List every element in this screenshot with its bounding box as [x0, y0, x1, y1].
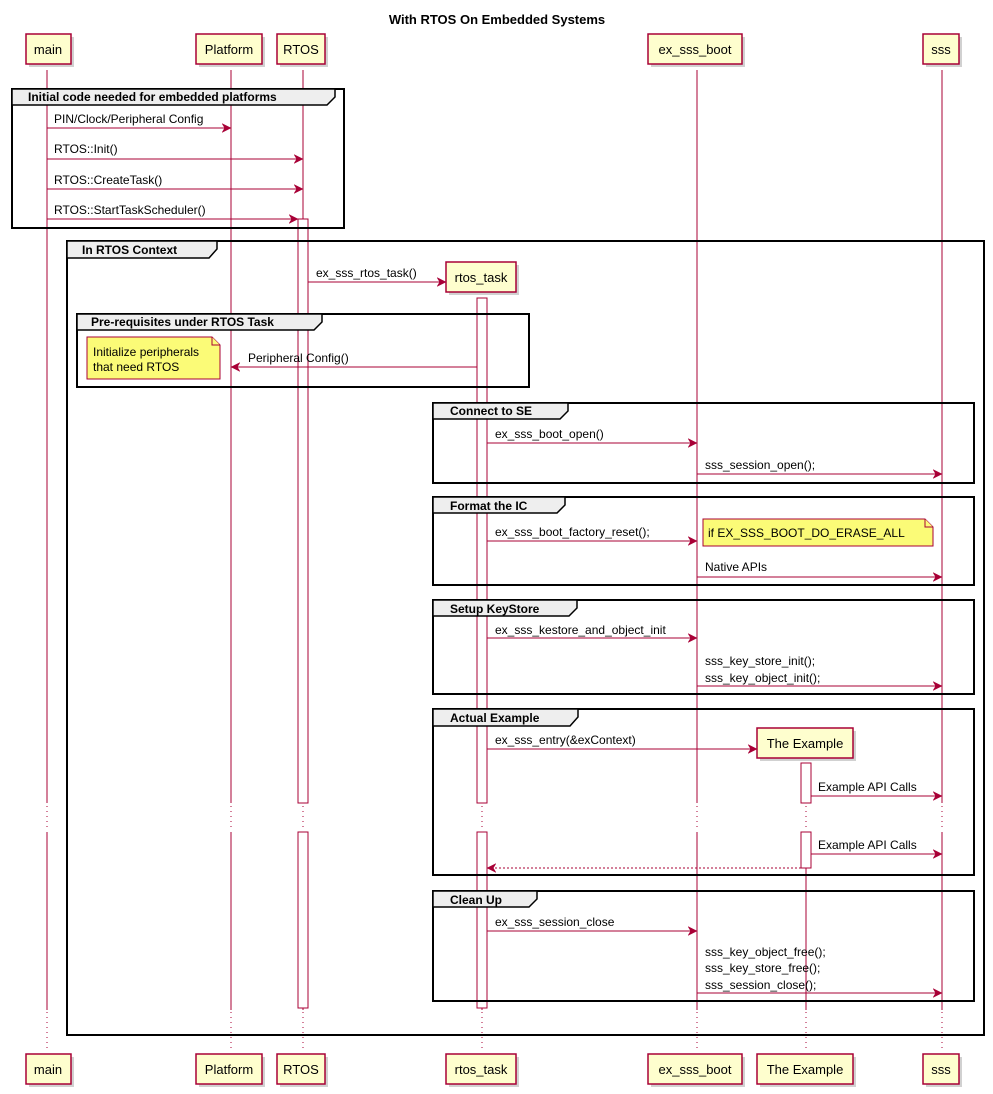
participant-platform-bottom-label: Platform: [205, 1062, 253, 1077]
participant-rtos-task-created-label: rtos_task: [455, 270, 508, 285]
msg-entry: ex_sss_entry(&exContext): [495, 733, 636, 747]
group-initial-code: Initial code needed for embedded platfor…: [11, 88, 345, 229]
note-init-peripherals-line2: that need RTOS: [93, 360, 179, 374]
participant-main-bottom-label: main: [34, 1062, 62, 1077]
participants-top: main Platform RTOS ex_sss_boot sss: [25, 33, 962, 67]
participant-platform-label: Platform: [205, 42, 253, 57]
rtos-activation-lower: [297, 831, 309, 1009]
msg-start-scheduler: RTOS::StartTaskScheduler(): [54, 203, 206, 217]
note-init-peripherals: Initialize peripherals that need RTOS: [86, 336, 221, 380]
msg-session-close-call: ex_sss_session_close: [495, 915, 615, 929]
msg-pin-config: PIN/Clock/Peripheral Config: [54, 112, 203, 126]
participant-main-bottom: [25, 1053, 72, 1085]
the-example-activation-lower: [800, 831, 812, 869]
participant-sss-label: sss: [931, 42, 951, 57]
participants-bottom: main Platform RTOS rtos_task ex_sss_boot…: [25, 1053, 962, 1087]
participant-the-example-created-label: The Example: [767, 736, 844, 751]
msg-rtos-init: RTOS::Init(): [54, 142, 118, 156]
participant-ex-sss-boot-bottom-label: ex_sss_boot: [659, 1062, 732, 1077]
participant-platform-bottom: [195, 1053, 263, 1085]
msg-session-close: sss_session_close();: [705, 978, 816, 992]
msg-factory-reset: ex_sss_boot_factory_reset();: [495, 525, 650, 539]
rtos-activation: [297, 218, 309, 804]
group-rtos-context: In RTOS Context: [66, 240, 985, 1036]
group-format-label: Format the IC: [450, 499, 528, 513]
msg-create-task: RTOS::CreateTask(): [54, 173, 162, 187]
group-connect-label: Connect to SE: [450, 404, 532, 418]
group-prereq: Pre-requisites under RTOS Task: [76, 313, 530, 388]
participant-ex-sss-boot-bottom: [647, 1053, 743, 1085]
participant-rtos-task-bottom: [445, 1053, 517, 1085]
group-example: Actual Example: [432, 708, 975, 876]
diagram-title: With RTOS On Embedded Systems: [389, 12, 605, 27]
participant-platform: [195, 33, 263, 65]
note-erase-all-text: if EX_SSS_BOOT_DO_ERASE_ALL: [708, 526, 905, 540]
msg-example-api-2: Example API Calls: [818, 838, 917, 852]
msg-example-api-1: Example API Calls: [818, 780, 917, 794]
participant-rtos-bottom: [276, 1053, 326, 1085]
note-init-peripherals-line1: Initialize peripherals: [93, 345, 199, 359]
group-initial-label: Initial code needed for embedded platfor…: [28, 90, 277, 104]
participant-ex-sss-boot-label: ex_sss_boot: [659, 42, 732, 57]
participant-rtos-task-bottom-label: rtos_task: [455, 1062, 508, 1077]
group-example-label: Actual Example: [450, 711, 540, 725]
msg-peripheral-config: Peripheral Config(): [248, 351, 349, 365]
msg-session-open: sss_session_open();: [705, 458, 815, 472]
group-prereq-label: Pre-requisites under RTOS Task: [91, 315, 274, 329]
note-erase-all: if EX_SSS_BOOT_DO_ERASE_ALL: [702, 518, 934, 547]
group-format: Format the IC: [432, 496, 975, 586]
participant-main: [25, 33, 72, 65]
msg-key-object-free: sss_key_object_free();: [705, 945, 826, 959]
group-keystore: Setup KeyStore: [432, 599, 975, 695]
msg-key-store-free: sss_key_store_free();: [705, 961, 820, 975]
participant-the-example-bottom: [756, 1053, 854, 1085]
participant-ex-sss-boot: [647, 33, 743, 65]
participant-rtos-task-created: [445, 261, 517, 293]
lifeline-delays: [46, 806, 943, 1050]
participant-the-example-bottom-label: The Example: [767, 1062, 844, 1077]
rtos-task-activation: [476, 297, 488, 804]
msg-key-object-init: sss_key_object_init();: [705, 671, 820, 685]
group-cleanup: Clean Up: [432, 890, 975, 1002]
participant-sss-bottom: [922, 1053, 960, 1085]
msg-rtos-task: ex_sss_rtos_task(): [316, 266, 417, 280]
msg-kestore-init: ex_sss_kestore_and_object_init: [495, 623, 666, 637]
rtos-task-activation-lower: [476, 831, 488, 1009]
msg-key-store-init: sss_key_store_init();: [705, 654, 815, 668]
msg-native-apis: Native APIs: [705, 560, 767, 574]
messages: PIN/Clock/Peripheral Config RTOS::Init()…: [47, 112, 942, 993]
participant-rtos-label: RTOS: [283, 42, 319, 57]
participant-rtos: [276, 33, 326, 65]
participant-sss-bottom-label: sss: [931, 1062, 951, 1077]
participant-sss: [922, 33, 960, 65]
group-cleanup-label: Clean Up: [450, 893, 502, 907]
group-keystore-label: Setup KeyStore: [450, 602, 540, 616]
participant-main-label: main: [34, 42, 62, 57]
group-connect: Connect to SE: [432, 402, 975, 484]
group-rtos-context-label: In RTOS Context: [82, 243, 177, 257]
participant-rtos-bottom-label: RTOS: [283, 1062, 319, 1077]
participant-the-example-created: [756, 727, 854, 759]
the-example-activation: [800, 762, 812, 804]
msg-boot-open: ex_sss_boot_open(): [495, 427, 604, 441]
